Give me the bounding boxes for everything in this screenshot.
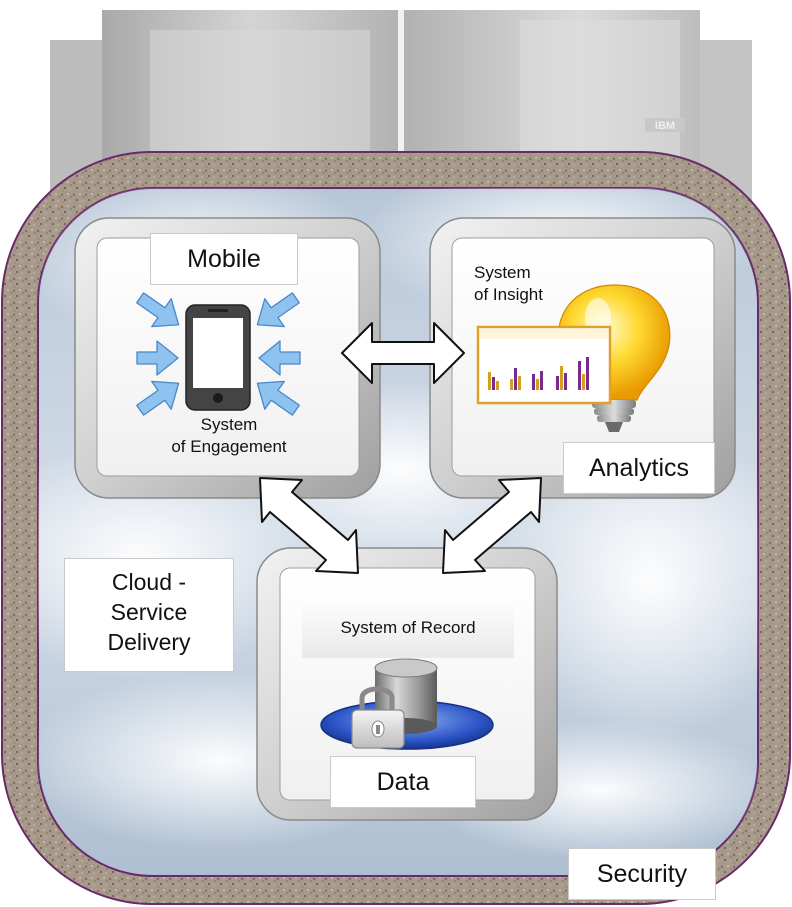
data-label: Data [330,756,476,808]
record-subtitle: System of Record [340,618,476,637]
arrow-engagement-record [259,477,359,574]
ibm-logo: IBM [655,120,675,132]
cloud-service-delivery-label: Cloud - Service Delivery [64,558,234,672]
chart-bars [488,357,589,390]
mobile-label: Mobile [150,233,298,285]
engagement-subtitle: System of Engagement [171,415,287,456]
insight-subtitle: System of Insight [474,263,543,304]
security-label: Security [568,848,716,900]
analytics-label: Analytics [563,442,715,494]
arrow-engagement-insight [341,322,465,384]
arrow-insight-record [442,477,542,574]
record-header-panel [302,596,514,658]
mobile-phone-icon [185,304,251,411]
padlock-icon [351,686,405,749]
bar-chart-icon [476,325,612,405]
inbound-arrows-icon [136,292,301,416]
